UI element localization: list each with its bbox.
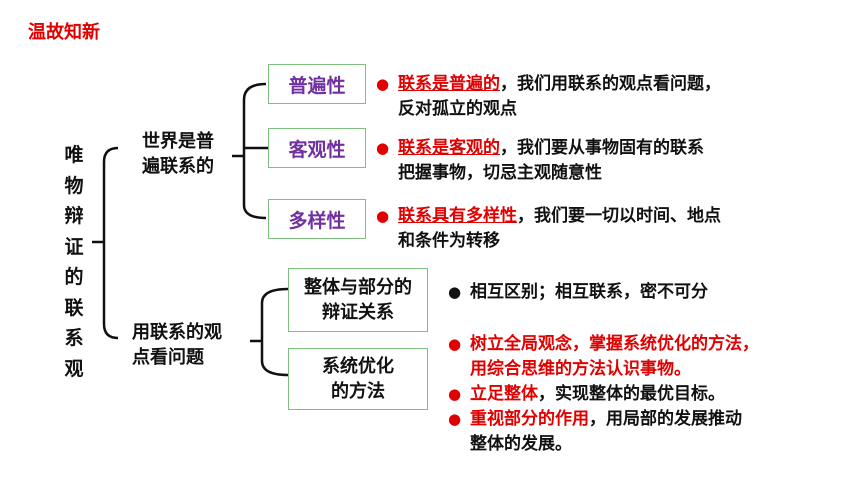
objectivity-desc: 联系是客观的，我们要从事物固有的联系 把握事物，切忌主观随意性 [398,136,848,186]
optimization-bullet2: 立足整体，实现整体的最优目标。 [470,382,850,407]
bullet-icon: ● [448,385,462,403]
diversity-box: 多样性 [268,199,366,239]
objectivity-highlight: 联系是客观的 [398,138,500,158]
optimization-bullet3: 重视部分的作用，用局部的发展推动 整体的发展。 [470,407,850,457]
diversity-rest: ，我们要一切以时间、地点 [517,206,721,226]
bullet-icon: ● [376,207,390,225]
whole-part-desc: 相互区别；相互联系，密不可分 [470,282,708,302]
system-optimization-box: 系统优化 的方法 [288,348,428,410]
branch2-label: 用联系的观 点看问题 [132,320,222,370]
branch1-label-line2: 遍联系的 [142,156,214,177]
optimization-bullet1: 树立全局观念，掌握系统优化的方法， 用综合思维的方法认识事物。 [470,332,850,382]
whole-part-box: 整体与部分的 辩证关系 [288,268,428,332]
bullet-icon: ● [448,283,462,301]
universality-line2: 反对孤立的观点 [398,99,517,119]
system-optimization-box-line1: 系统优化 [322,356,394,377]
bullet-icon: ● [376,139,390,157]
objectivity-box: 客观性 [268,128,366,168]
universality-box-label: 普遍性 [288,74,346,97]
branch1-label: 世界是普 遍联系的 [142,129,214,179]
optimization-bullet3-line2: 整体的发展。 [470,434,572,454]
bullet-icon: ● [448,410,462,428]
bullet-icon: ● [376,75,390,93]
universality-box: 普遍性 [268,64,366,104]
root-label-text: 唯物辩证的联系观 [64,144,84,380]
diversity-highlight: 联系具有多样性 [398,206,517,226]
objectivity-box-label: 客观性 [288,138,346,161]
universality-rest: ，我们用联系的观点看问题， [500,74,721,94]
optimization-bullet1-line1: 树立全局观念，掌握系统优化的方法， [470,334,759,354]
universality-highlight: 联系是普遍的 [398,74,500,94]
whole-part-box-line1: 整体与部分的 [304,277,412,298]
page-title: 温故知新 [28,22,100,43]
optimization-bullet3-rest: ，用局部的发展推动 [589,409,742,429]
diversity-desc: 联系具有多样性，我们要一切以时间、地点 和条件为转移 [398,204,848,254]
bullet-icon: ● [448,335,462,353]
objectivity-line2: 把握事物，切忌主观随意性 [398,163,602,183]
system-optimization-box-line2: 的方法 [331,381,385,402]
branch2-label-line2: 点看问题 [132,347,204,368]
optimization-bullet1-line2: 用综合思维的方法认识事物。 [470,359,691,379]
objectivity-rest: ，我们要从事物固有的联系 [500,138,704,158]
optimization-bullet3-highlight: 重视部分的作用 [470,409,589,429]
diversity-box-label: 多样性 [288,209,346,232]
universality-desc: 联系是普遍的，我们用联系的观点看问题， 反对孤立的观点 [398,72,848,122]
optimization-bullet2-highlight: 立足整体 [470,384,538,404]
root-label: 唯物辩证的联系观 [62,140,86,384]
diversity-line2: 和条件为转移 [398,231,500,251]
branch2-label-line1: 用联系的观 [132,322,222,343]
branch1-label-line1: 世界是普 [142,131,214,152]
whole-part-box-line2: 辩证关系 [322,302,394,323]
optimization-bullet2-rest: ，实现整体的最优目标。 [538,384,725,404]
